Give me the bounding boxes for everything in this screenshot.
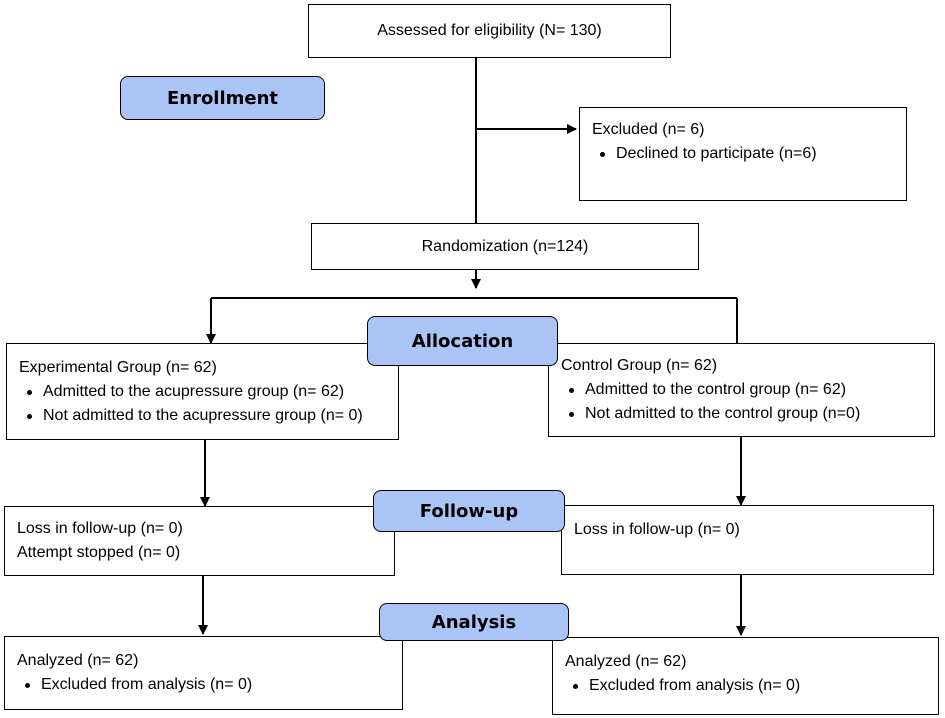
- stage-analysis-label: Analysis: [431, 611, 517, 633]
- experimental-followup-box: Loss in follow-up (n= 0) Attempt stopped…: [4, 506, 395, 576]
- control-followup-box: Loss in follow-up (n= 0): [561, 505, 934, 575]
- stage-enrollment-label: Enrollment: [166, 87, 279, 109]
- experimental-group-title: Experimental Group (n= 62): [19, 359, 217, 376]
- stage-enrollment: Enrollment: [120, 76, 325, 120]
- experimental-analysis-list: Excluded from analysis (n= 0): [17, 673, 390, 697]
- experimental-followup-loss: Loss in follow-up (n= 0): [17, 520, 183, 537]
- control-item-not-admitted: Not admitted to the control group (n=0): [561, 402, 922, 426]
- control-analysis-item: Excluded from analysis (n= 0): [565, 674, 926, 698]
- experimental-item-admitted: Admitted to the acupressure group (n= 62…: [19, 380, 386, 404]
- stage-followup: Follow-up: [373, 490, 565, 532]
- stage-allocation-label: Allocation: [411, 330, 514, 352]
- excluded-list: Declined to participate (n=6): [592, 142, 894, 166]
- excluded-title: Excluded (n= 6): [592, 121, 705, 138]
- experimental-group-box: Experimental Group (n= 62) Admitted to t…: [6, 343, 399, 440]
- control-analysis-title: Analyzed (n= 62): [565, 653, 687, 670]
- assessed-box: Assessed for eligibility (N= 130): [308, 4, 671, 58]
- control-analysis-box: Analyzed (n= 62) Excluded from analysis …: [552, 637, 939, 715]
- stage-followup-label: Follow-up: [419, 500, 519, 522]
- experimental-analysis-box: Analyzed (n= 62) Excluded from analysis …: [4, 636, 403, 710]
- experimental-analysis-item: Excluded from analysis (n= 0): [17, 673, 390, 697]
- randomization-box: Randomization (n=124): [311, 223, 699, 270]
- randomization-text: Randomization (n=124): [421, 237, 589, 255]
- excluded-box: Excluded (n= 6) Declined to participate …: [579, 107, 907, 201]
- excluded-item: Declined to participate (n=6): [592, 142, 894, 166]
- stage-allocation: Allocation: [367, 316, 558, 366]
- control-analysis-list: Excluded from analysis (n= 0): [565, 674, 926, 698]
- experimental-analysis-title: Analyzed (n= 62): [17, 652, 139, 669]
- experimental-group-list: Admitted to the acupressure group (n= 62…: [19, 380, 386, 428]
- control-item-admitted: Admitted to the control group (n= 62): [561, 378, 922, 402]
- control-group-list: Admitted to the control group (n= 62) No…: [561, 378, 922, 426]
- control-followup-loss: Loss in follow-up (n= 0): [574, 521, 740, 538]
- control-group-box: Control Group (n= 62) Admitted to the co…: [548, 343, 935, 437]
- stage-analysis: Analysis: [379, 603, 569, 641]
- assessed-text: Assessed for eligibility (N= 130): [377, 22, 602, 39]
- experimental-followup-stopped: Attempt stopped (n= 0): [17, 544, 181, 561]
- experimental-item-not-admitted: Not admitted to the acupressure group (n…: [19, 404, 386, 428]
- control-group-title: Control Group (n= 62): [561, 357, 718, 374]
